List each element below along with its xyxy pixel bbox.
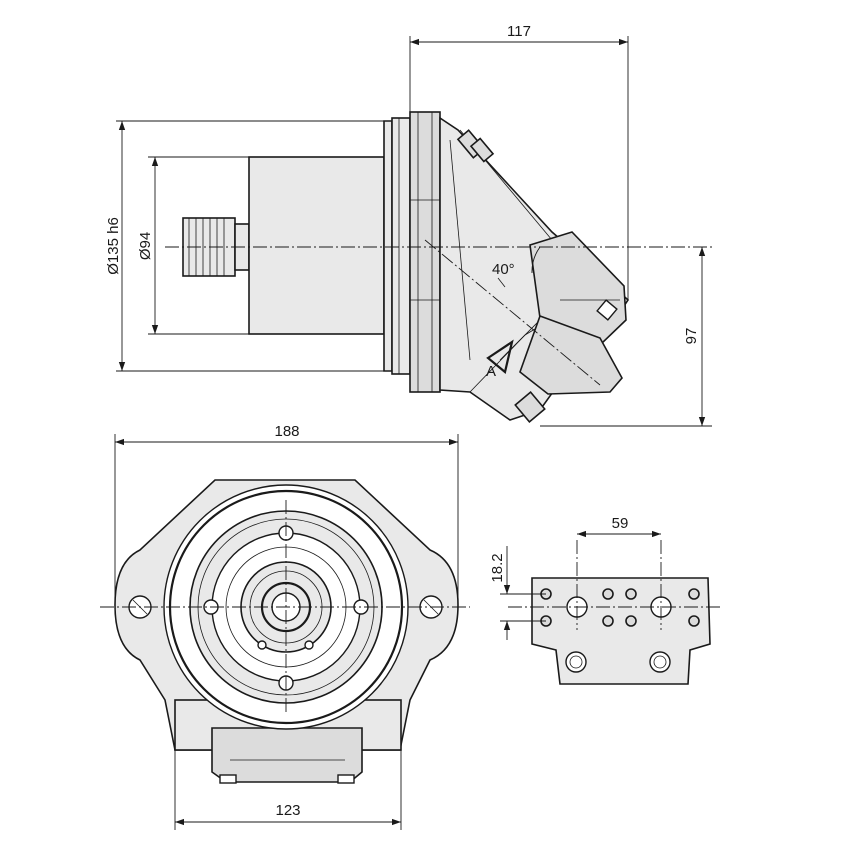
port-plate [531, 577, 711, 685]
dim-135: Ø135 h6 [105, 217, 122, 275]
mounting-flange [383, 111, 441, 393]
dim-117: 117 [507, 23, 531, 40]
dim-94: Ø94 [137, 232, 154, 260]
bent-axis-housing: A [439, 116, 630, 423]
dim-59: 59 [612, 515, 629, 532]
front-view: 188 123 [100, 423, 470, 830]
dim-123: 123 [275, 802, 300, 819]
dim-18-2: 18.2 [489, 553, 506, 582]
angle-arc [531, 246, 541, 274]
side-view: A 40° 117 Ø135 h6 Ø94 97 [105, 23, 712, 427]
dim-188: 188 [274, 423, 299, 440]
motor-body [248, 156, 385, 335]
port-plate-view: 59 18.2 [489, 515, 720, 685]
tilted-centerline [424, 239, 601, 386]
dim-97: 97 [683, 328, 700, 345]
marker-a: A [486, 363, 496, 380]
angle-label: 40° [492, 261, 515, 278]
